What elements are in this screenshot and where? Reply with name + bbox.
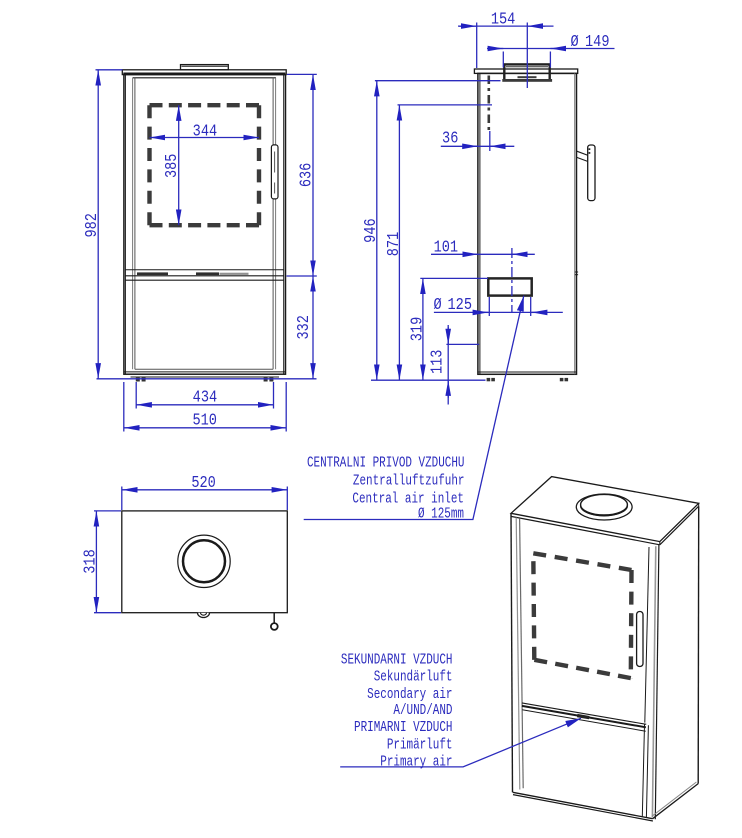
svg-text:Ø: Ø <box>434 297 442 314</box>
svg-text:154: 154 <box>491 12 516 29</box>
svg-text:125: 125 <box>448 297 473 314</box>
svg-text:A/UND/AND: A/UND/AND <box>393 702 452 719</box>
svg-text:CENTRALNI PRIVOD VZDUCHU: CENTRALNI PRIVOD VZDUCHU <box>307 454 465 471</box>
svg-text:Secondary air: Secondary air <box>367 686 452 703</box>
svg-text:344: 344 <box>193 124 218 141</box>
svg-text:510: 510 <box>192 413 217 430</box>
svg-text:Primärluft: Primärluft <box>387 736 453 753</box>
svg-text:434: 434 <box>193 390 218 407</box>
svg-text:332: 332 <box>296 315 313 339</box>
svg-text:385: 385 <box>164 154 181 179</box>
svg-text:149: 149 <box>585 34 609 51</box>
svg-text:946: 946 <box>363 218 380 242</box>
svg-text:Central air inlet: Central air inlet <box>352 490 464 507</box>
svg-text:Sekundärluft: Sekundärluft <box>374 668 453 685</box>
svg-text:Primary air: Primary air <box>380 753 452 770</box>
svg-text:Zentralluftzufuhr: Zentralluftzufuhr <box>353 472 465 489</box>
svg-text:318: 318 <box>82 549 99 573</box>
svg-text:319: 319 <box>409 317 426 341</box>
svg-text:PRIMARNI VZDUCH: PRIMARNI VZDUCH <box>354 718 452 735</box>
svg-text:636: 636 <box>299 163 316 187</box>
svg-text:520: 520 <box>191 475 216 492</box>
svg-text:113: 113 <box>430 350 447 375</box>
svg-text:Ø: Ø <box>571 34 579 51</box>
svg-text:101: 101 <box>434 240 459 257</box>
svg-text:982: 982 <box>84 213 101 237</box>
svg-text:Ø 125mm: Ø 125mm <box>418 505 464 522</box>
svg-text:36: 36 <box>442 131 458 148</box>
svg-text:871: 871 <box>386 232 403 257</box>
svg-text:SEKUNDARNI VZDUCH: SEKUNDARNI VZDUCH <box>341 651 453 668</box>
